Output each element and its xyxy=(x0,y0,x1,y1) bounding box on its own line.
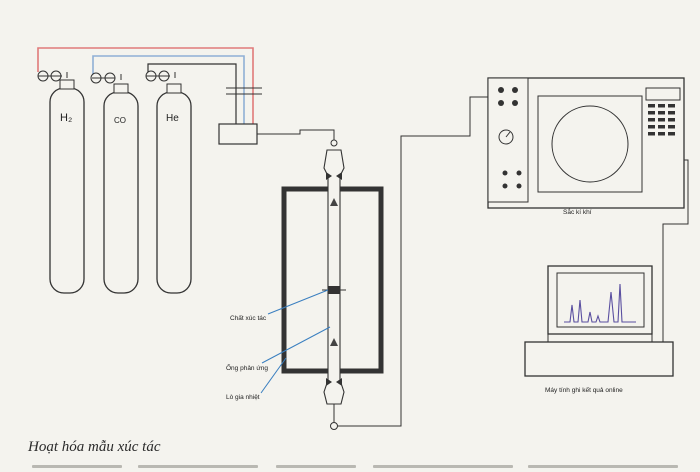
reaction-tube-label: Ống phản ứng xyxy=(226,362,268,372)
tube-pointer xyxy=(261,326,331,364)
cylinder-label-h2: H₂ xyxy=(60,112,72,124)
gas-cylinder-co xyxy=(90,72,139,294)
furnace-label: Lò gia nhiệt xyxy=(226,394,260,401)
caption: Hoạt hóa mẫu xúc tác xyxy=(28,439,161,455)
h2-gas-line xyxy=(37,47,254,124)
gas-chromatograph-label: Sắc kí khí xyxy=(563,207,592,216)
gas-chromatograph xyxy=(487,77,685,209)
catalyst-label: Chất xúc tác xyxy=(230,313,267,322)
gc-to-computer-line xyxy=(662,159,689,345)
cylinder-label-co: CO xyxy=(114,116,126,125)
computer-label: Máy tính ghi kết quả online xyxy=(545,385,623,394)
gas-mixer-box xyxy=(218,123,258,145)
computer xyxy=(524,265,674,377)
catalyst-pointer xyxy=(267,289,329,315)
gas-cylinder-he xyxy=(145,70,192,294)
chromatogram-trace xyxy=(564,283,636,323)
outlet-to-gc-line xyxy=(337,96,489,427)
cylinder-label-he: He xyxy=(166,113,179,124)
reaction-tube xyxy=(323,139,345,430)
gas-cylinder-h2 xyxy=(37,70,85,294)
cropped-text-line xyxy=(28,462,688,472)
furnace-pointer xyxy=(260,357,287,394)
mixer-to-reactor-line xyxy=(257,129,335,140)
co-gas-line xyxy=(92,55,245,124)
